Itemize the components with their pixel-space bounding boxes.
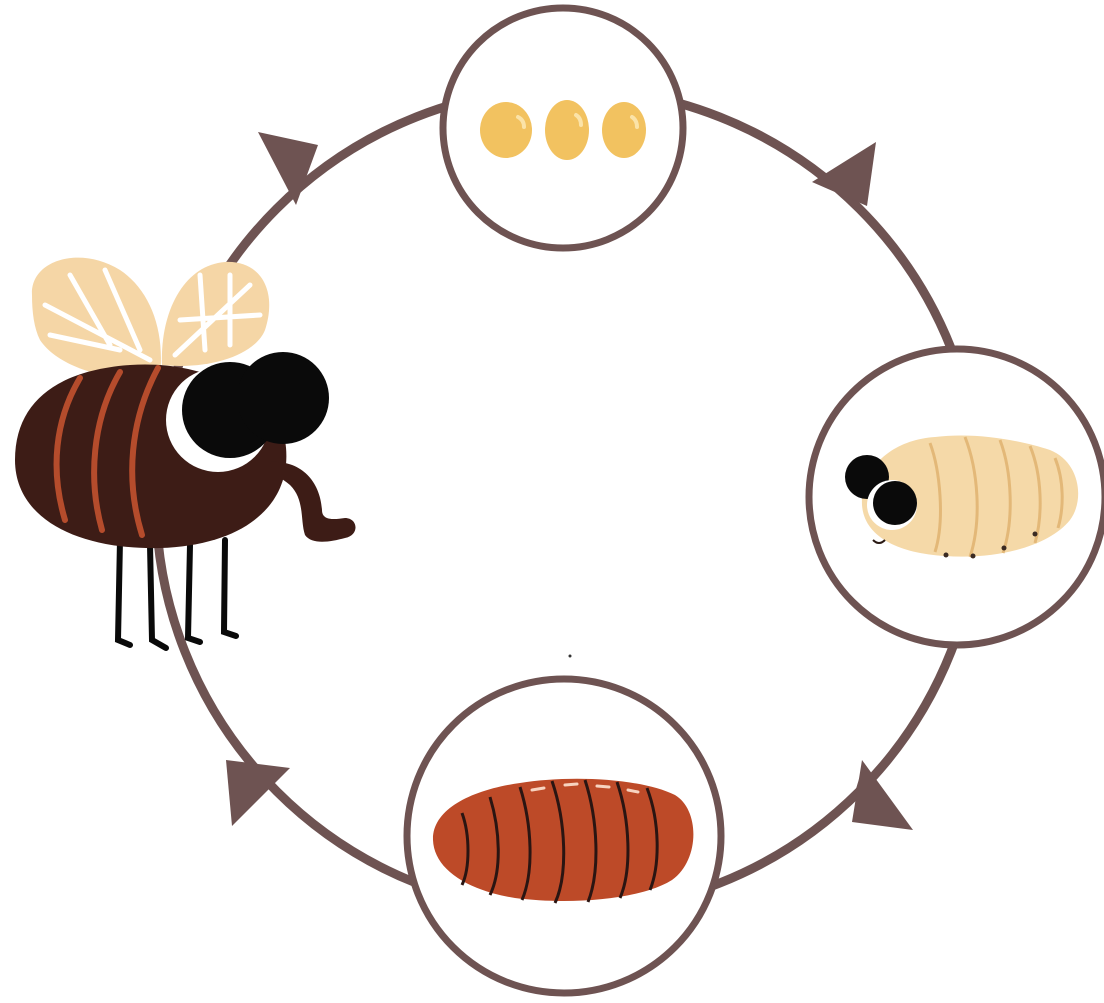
speck (569, 655, 572, 658)
eggs-icon (480, 100, 646, 160)
stage-larva (809, 349, 1104, 645)
pupa-icon (433, 779, 693, 903)
stage-pupa (407, 679, 721, 993)
fly-wings (32, 258, 269, 378)
fly-proboscis (270, 462, 356, 542)
fly-icon (15, 258, 356, 648)
stage-egg (443, 8, 683, 248)
stage-adult (15, 258, 356, 648)
